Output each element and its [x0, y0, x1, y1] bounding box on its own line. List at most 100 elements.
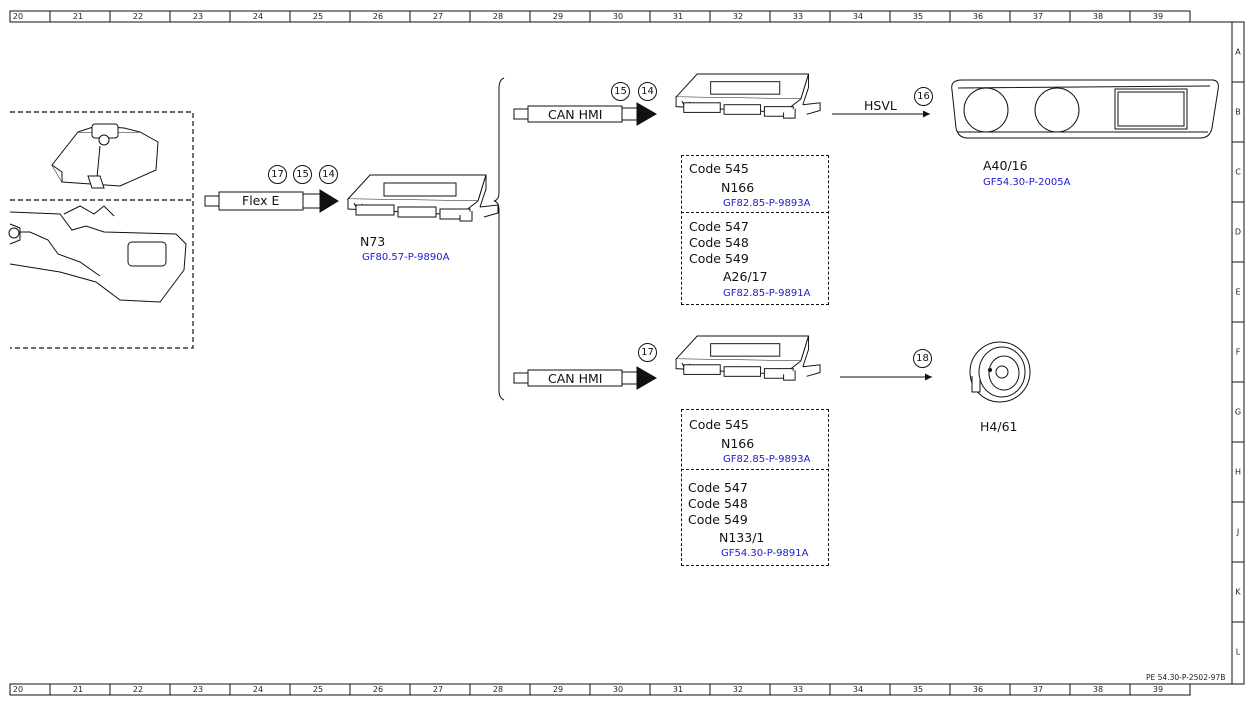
code-549: Code 549 [688, 512, 748, 527]
upper-sensor-device [51, 123, 159, 189]
grid-row-label: B [1235, 107, 1241, 117]
grid-row-label: F [1235, 347, 1241, 357]
grid-column-label: 23 [192, 685, 204, 694]
a40-16-ref: GF54.30-P-2005A [983, 177, 1071, 188]
grid-row-label: K [1235, 587, 1241, 597]
code-548: Code 548 [689, 235, 749, 250]
round-sensor [969, 341, 1031, 403]
instrument-cluster [951, 79, 1219, 139]
grid-column-label: 26 [372, 685, 384, 694]
grid-row-ticks [1232, 81, 1244, 623]
a26-17-ref: GF82.85-P-9891A [723, 288, 811, 299]
n73-ref: GF80.57-P-9890A [362, 252, 450, 263]
control-unit-icon [675, 335, 821, 381]
grid-column-label: 36 [972, 12, 984, 21]
grid-row-label: L [1235, 647, 1241, 657]
callout-18: 18 [913, 349, 932, 368]
document-number: PE 54.30-P-2502-97B [1146, 673, 1226, 682]
grid-column-label: 27 [432, 685, 444, 694]
n73-label: N73 [360, 234, 386, 249]
n133-1-ref: GF54.30-P-9891A [721, 548, 809, 559]
sensor-group-frame [10, 111, 194, 349]
h4-61-label: H4/61 [980, 419, 1018, 434]
grid-column-label: 22 [132, 12, 144, 21]
grid-row-label: C [1235, 167, 1241, 177]
callout-15: 15 [611, 82, 630, 101]
grid-row-label: E [1235, 287, 1241, 297]
callout-14: 14 [638, 82, 657, 101]
code-box-divider [681, 212, 829, 213]
grid-column-label: 38 [1092, 685, 1104, 694]
grid-column-label: 38 [1092, 12, 1104, 21]
grid-column-label: 37 [1032, 685, 1044, 694]
grid-column-label: 30 [612, 12, 624, 21]
grid-column-label: 21 [72, 12, 84, 21]
a40-16-label: A40/16 [983, 158, 1028, 173]
grid-column-label: 29 [552, 12, 564, 21]
lower-sensor-device [8, 205, 187, 303]
branch-bracket [493, 77, 505, 401]
grid-row-label: D [1234, 227, 1242, 237]
grid-column-label: 24 [252, 12, 264, 21]
code-545: Code 545 [689, 161, 749, 176]
callout-17: 17 [268, 165, 287, 184]
grid-frame [9, 10, 1245, 696]
grid-column-label: 23 [192, 12, 204, 21]
grid-column-label: 36 [972, 685, 984, 694]
n166-ref: GF82.85-P-9893A [723, 198, 811, 209]
grid-column-label: 32 [732, 685, 744, 694]
can-hmi-connector-lower [513, 366, 657, 390]
grid-column-label: 28 [492, 12, 504, 21]
n133-1-label: N133/1 [719, 530, 765, 545]
code-547: Code 547 [688, 480, 748, 495]
grid-column-label: 20 [12, 12, 24, 21]
grid-column-ticks [49, 11, 1131, 695]
grid-column-label: 29 [552, 685, 564, 694]
grid-column-label: 26 [372, 12, 384, 21]
code-box-lower [681, 409, 829, 566]
callout-17: 17 [638, 343, 657, 362]
grid-column-label: 20 [12, 685, 24, 694]
can-hmi-lower-label: CAN HMI [548, 371, 603, 386]
grid-column-label: 21 [72, 685, 84, 694]
grid-row-label: J [1236, 527, 1240, 537]
grid-column-label: 33 [792, 12, 804, 21]
grid-column-label: 25 [312, 685, 324, 694]
grid-row-label: A [1235, 47, 1241, 57]
flex-e-label: Flex E [242, 193, 280, 208]
grid-column-label: 32 [732, 12, 744, 21]
grid-column-label: 37 [1032, 12, 1044, 21]
grid-column-label: 35 [912, 685, 924, 694]
grid-column-label: 34 [852, 12, 864, 21]
hsvl-label: HSVL [864, 98, 897, 113]
code-547: Code 547 [689, 219, 749, 234]
callout-15: 15 [293, 165, 312, 184]
n166-label: N166 [721, 436, 755, 451]
code-545: Code 545 [689, 417, 749, 432]
flex-e-connector [204, 189, 339, 213]
grid-column-label: 31 [672, 12, 684, 21]
grid-column-label: 34 [852, 685, 864, 694]
code-box-divider [681, 469, 829, 470]
n166-ref: GF82.85-P-9893A [723, 454, 811, 465]
n166-label: N166 [721, 180, 755, 195]
grid-column-label: 39 [1152, 12, 1164, 21]
grid-column-label: 28 [492, 685, 504, 694]
grid-column-label: 39 [1152, 685, 1164, 694]
control-unit-icon [675, 73, 821, 119]
grid-column-label: 35 [912, 12, 924, 21]
code-548: Code 548 [688, 496, 748, 511]
can-hmi-upper-label: CAN HMI [548, 107, 603, 122]
a26-17-label: A26/17 [723, 269, 768, 284]
code-549: Code 549 [689, 251, 749, 266]
grid-column-label: 31 [672, 685, 684, 694]
grid-column-label: 33 [792, 685, 804, 694]
callout-16: 16 [914, 87, 933, 106]
grid-row-label: G [1234, 407, 1242, 417]
grid-column-label: 30 [612, 685, 624, 694]
grid-row-label: H [1234, 467, 1242, 477]
grid-column-label: 22 [132, 685, 144, 694]
grid-column-label: 24 [252, 685, 264, 694]
